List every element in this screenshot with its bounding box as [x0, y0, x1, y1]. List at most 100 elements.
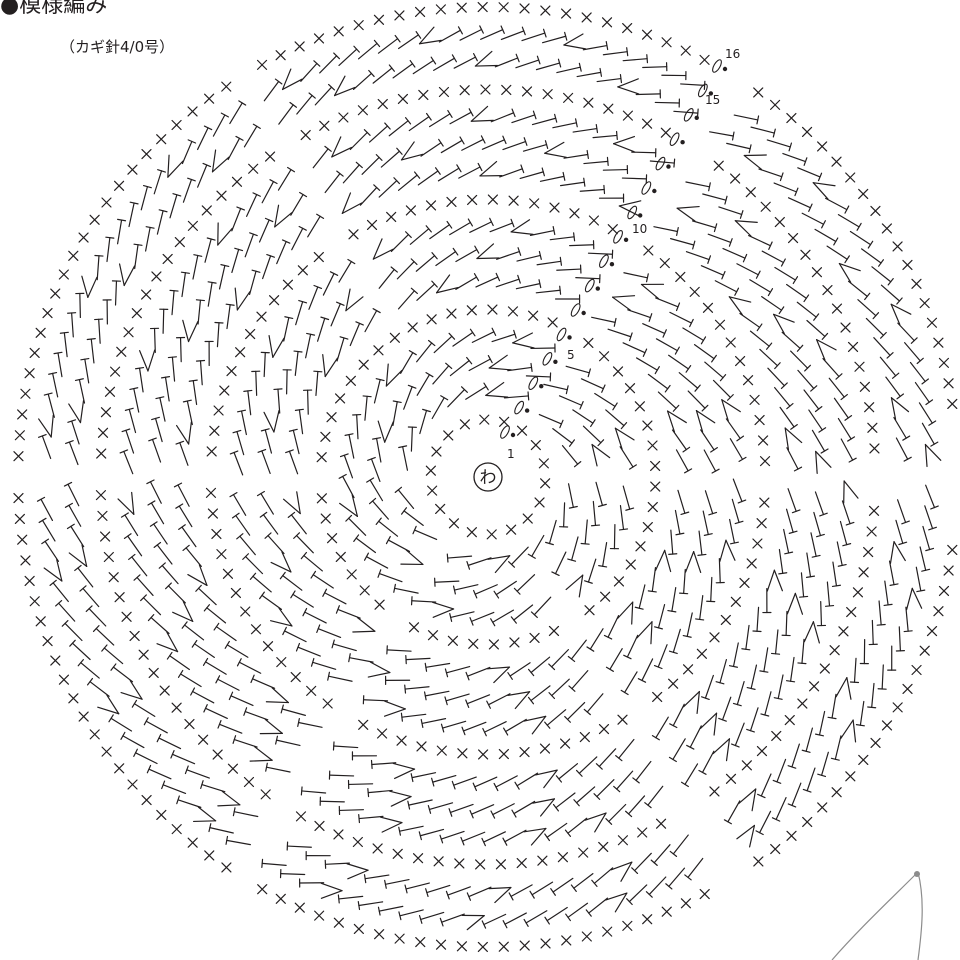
double-crochet-mark: [291, 591, 313, 607]
double-crochet-mark: [185, 766, 209, 778]
increase-mark: [480, 162, 502, 176]
single-crochet-mark: [36, 617, 45, 626]
thread-knot: [914, 871, 920, 877]
single-crochet-mark: [139, 650, 148, 659]
single-crochet-mark: [832, 304, 841, 313]
double-crochet-mark: [583, 426, 603, 445]
single-crochet-mark: [321, 432, 330, 441]
double-crochet-mark: [512, 801, 535, 817]
single-crochet-mark: [714, 161, 723, 170]
double-crochet-mark: [303, 609, 326, 623]
double-crochet-mark: [724, 801, 739, 824]
double-crochet-mark: [378, 570, 402, 582]
double-crochet-mark: [529, 686, 550, 704]
double-crochet-mark: [286, 450, 298, 474]
double-crochet-mark: [584, 694, 603, 715]
single-crochet-mark: [157, 810, 166, 819]
single-crochet-mark: [390, 333, 399, 342]
double-crochet-mark: [894, 418, 910, 441]
double-crochet-mark: [655, 99, 679, 107]
double-crochet-mark: [456, 246, 479, 261]
double-crochet-mark: [192, 641, 214, 658]
double-crochet-mark: [599, 543, 607, 567]
double-crochet-mark: [577, 757, 597, 776]
chain-stitch-mark: [527, 376, 543, 391]
double-crochet-mark: [265, 533, 284, 554]
double-crochet-mark: [571, 874, 592, 892]
double-crochet-mark: [898, 500, 910, 524]
single-crochet-mark: [160, 686, 169, 695]
increase-mark: [774, 314, 795, 333]
double-crochet-mark: [904, 607, 912, 631]
row-label-16: 16: [725, 47, 740, 61]
double-crochet-mark: [201, 781, 225, 792]
double-crochet-mark: [651, 845, 670, 866]
double-crochet-mark: [376, 518, 397, 536]
single-crochet-mark: [771, 845, 780, 854]
double-crochet-mark: [633, 761, 651, 782]
single-crochet-mark: [760, 498, 769, 507]
single-crochet-mark: [530, 633, 539, 642]
double-crochet-mark: [298, 719, 322, 728]
double-crochet-mark: [405, 685, 429, 693]
increase-mark: [462, 915, 484, 929]
double-crochet-mark: [146, 227, 154, 251]
double-crochet-mark: [418, 168, 440, 185]
double-crochet-mark: [732, 723, 745, 747]
double-crochet-mark: [621, 672, 637, 695]
double-crochet-mark: [450, 357, 471, 375]
double-crochet-mark: [898, 323, 917, 343]
single-crochet-mark: [661, 128, 670, 137]
double-crochet-mark: [787, 657, 795, 681]
double-crochet-mark: [134, 749, 157, 763]
double-crochet-mark: [370, 123, 391, 142]
double-crochet-mark: [815, 229, 838, 245]
increase-mark: [925, 445, 940, 467]
double-crochet-mark: [453, 329, 475, 346]
single-crochet-mark: [643, 119, 652, 128]
single-crochet-mark: [789, 234, 798, 243]
single-crochet-mark: [589, 216, 598, 225]
single-crochet-mark: [543, 90, 552, 99]
single-crochet-mark: [871, 206, 880, 215]
increase-mark: [118, 492, 134, 514]
double-crochet-mark: [610, 525, 618, 549]
double-crochet-mark: [129, 554, 147, 575]
single-crochet-mark: [870, 506, 879, 515]
double-crochet-mark: [167, 652, 189, 669]
increase-mark: [346, 289, 363, 311]
double-crochet-mark: [147, 765, 171, 778]
double-crochet-mark: [472, 328, 495, 342]
double-crochet-mark: [102, 645, 123, 664]
double-crochet-mark: [331, 302, 344, 326]
single-crochet-mark: [700, 55, 709, 64]
double-crochet-mark: [643, 63, 667, 71]
single-crochet-mark: [347, 570, 356, 579]
double-crochet-mark: [381, 148, 402, 167]
double-crochet-mark: [552, 552, 566, 575]
double-crochet-mark: [339, 475, 354, 498]
single-crochet-mark: [754, 88, 763, 97]
double-crochet-mark: [588, 250, 612, 258]
single-crochet-mark: [199, 735, 208, 744]
single-crochet-mark: [374, 346, 383, 355]
chain-stitch-mark: [541, 351, 557, 366]
double-crochet-mark: [466, 695, 490, 708]
single-crochet-mark: [643, 915, 652, 924]
double-crochet-mark: [109, 715, 131, 731]
chain-stitch-mark: [555, 327, 571, 342]
single-crochet-mark: [207, 447, 216, 456]
double-crochet-mark: [734, 682, 745, 706]
double-crochet-mark: [652, 717, 668, 740]
double-crochet-mark: [412, 597, 436, 605]
increase-mark: [545, 142, 567, 157]
double-crochet-mark: [215, 322, 223, 346]
double-crochet-mark: [841, 439, 856, 462]
single-crochet-mark: [635, 402, 644, 411]
single-crochet-mark: [277, 658, 286, 667]
double-crochet-mark: [616, 739, 634, 760]
double-crochet-mark: [176, 441, 188, 465]
single-crochet-mark: [785, 716, 794, 725]
increase-mark: [536, 770, 557, 787]
double-crochet-mark: [470, 218, 493, 232]
